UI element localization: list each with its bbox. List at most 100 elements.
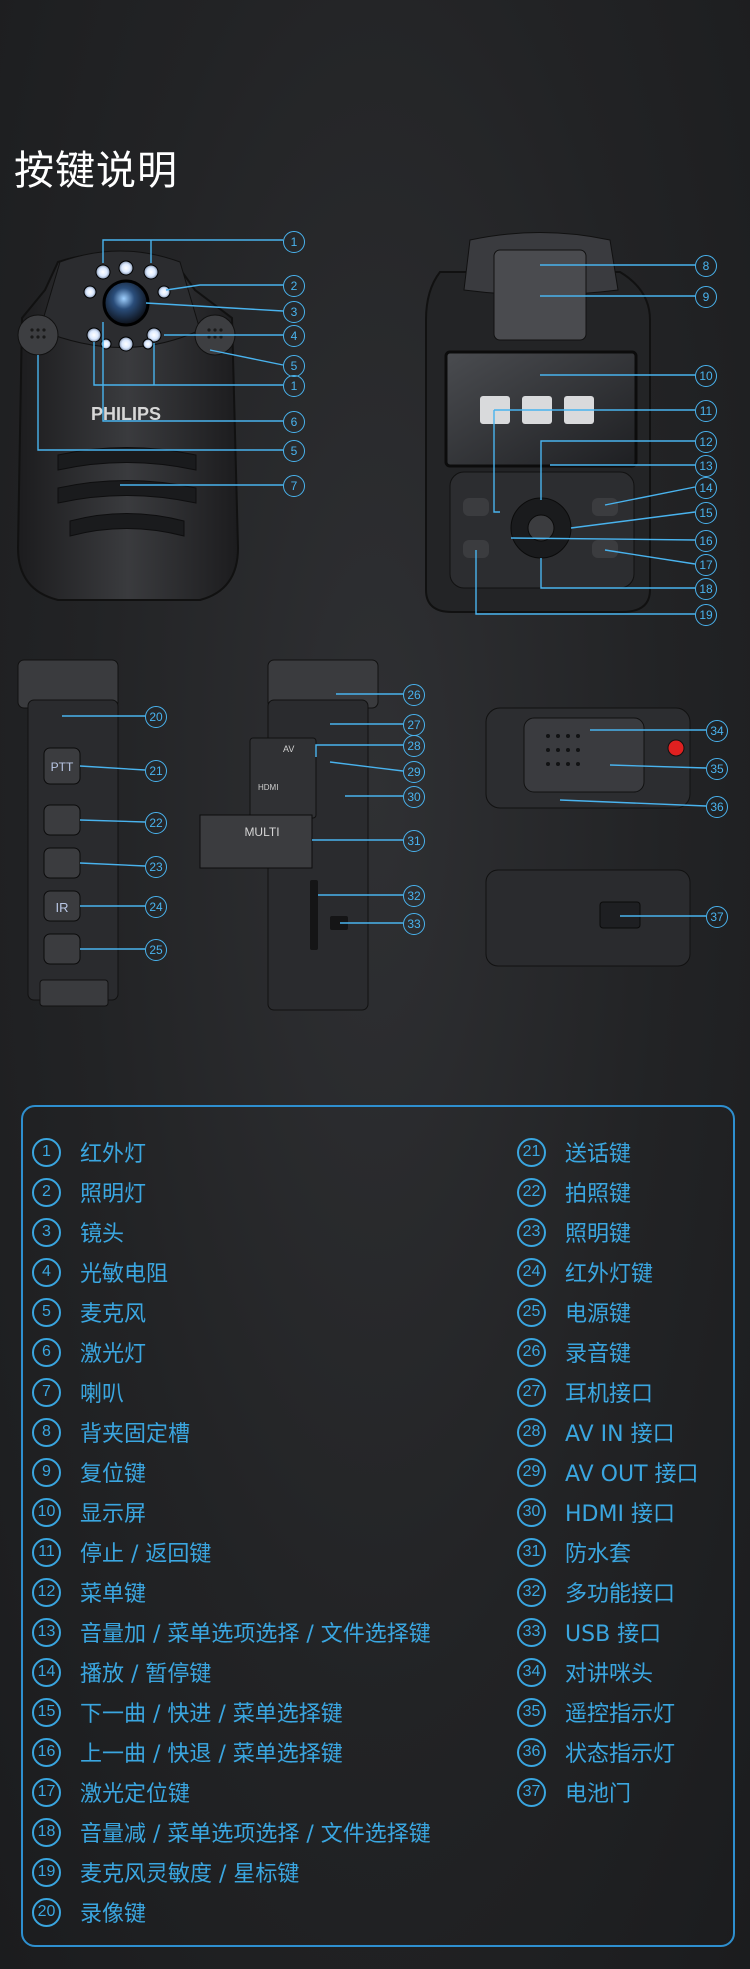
callout-11: 11 bbox=[695, 400, 717, 422]
legend-label: 复位键 bbox=[80, 1462, 147, 1487]
callout-18: 18 bbox=[695, 578, 717, 600]
legend-number: 18 bbox=[32, 1817, 61, 1847]
callout-8: 8 bbox=[695, 255, 717, 277]
callout-13: 13 bbox=[695, 455, 717, 477]
callout-14: 14 bbox=[695, 477, 717, 499]
legend-label: 送话键 bbox=[565, 1142, 632, 1167]
legend-label: 上一曲 / 快退 / 菜单选择键 bbox=[80, 1742, 343, 1767]
callout-5b: 5 bbox=[283, 440, 305, 462]
legend-label: 喇叭 bbox=[80, 1382, 125, 1407]
legend-label: 激光定位键 bbox=[80, 1782, 191, 1807]
callout-22: 22 bbox=[145, 812, 167, 834]
legend-label: 音量减 / 菜单选项选择 / 文件选择键 bbox=[80, 1822, 431, 1847]
legend-number: 36 bbox=[517, 1737, 546, 1767]
legend-number: 22 bbox=[517, 1177, 546, 1207]
callout-17: 17 bbox=[695, 554, 717, 576]
legend-item: 20 录像键 bbox=[32, 1896, 146, 1928]
legend-number: 26 bbox=[517, 1337, 546, 1367]
legend-number: 32 bbox=[517, 1577, 546, 1607]
callout-5: 5 bbox=[283, 355, 305, 377]
legend-number: 17 bbox=[32, 1777, 61, 1807]
callout-21: 21 bbox=[145, 760, 167, 782]
legend-number: 2 bbox=[32, 1177, 61, 1207]
legend-item: 15 下一曲 / 快进 / 菜单选择键 bbox=[32, 1696, 343, 1728]
legend-number: 3 bbox=[32, 1217, 61, 1247]
side-view-ports: AV HDMI MULTI bbox=[199, 659, 379, 1011]
callout-12: 12 bbox=[695, 431, 717, 453]
legend-label: 电池门 bbox=[565, 1782, 632, 1807]
callout-32: 32 bbox=[403, 885, 425, 907]
callout-2: 2 bbox=[283, 275, 305, 297]
front-view: PHILIPS bbox=[16, 250, 240, 601]
legend-number: 19 bbox=[32, 1857, 61, 1887]
legend-number: 20 bbox=[32, 1897, 61, 1927]
brand-logo: PHILIPS bbox=[91, 404, 161, 424]
legend-number: 30 bbox=[517, 1497, 546, 1527]
legend-label: 红外灯 bbox=[80, 1142, 147, 1167]
legend-item: 16 上一曲 / 快退 / 菜单选择键 bbox=[32, 1736, 343, 1768]
callout-20: 20 bbox=[145, 706, 167, 728]
callout-33: 33 bbox=[403, 913, 425, 935]
legend-label: 照明灯 bbox=[80, 1182, 147, 1207]
legend-label: 下一曲 / 快进 / 菜单选择键 bbox=[80, 1702, 343, 1727]
legend-label: 显示屏 bbox=[80, 1502, 147, 1527]
legend-label: 状态指示灯 bbox=[565, 1742, 676, 1767]
legend-label: 遥控指示灯 bbox=[565, 1702, 676, 1727]
legend-label: USB 接口 bbox=[565, 1622, 662, 1647]
legend-label: 对讲咪头 bbox=[565, 1662, 654, 1687]
multi-port-text: MULTI bbox=[244, 825, 279, 839]
legend-number: 21 bbox=[517, 1137, 546, 1167]
legend-label: 照明键 bbox=[565, 1222, 632, 1247]
legend-label: 菜单键 bbox=[80, 1582, 147, 1607]
legend-label: 音量加 / 菜单选项选择 / 文件选择键 bbox=[80, 1622, 431, 1647]
side-view-buttons: PTT IR bbox=[17, 659, 119, 1007]
page-title: 按键说明 bbox=[14, 148, 178, 194]
legend-label: 耳机接口 bbox=[565, 1382, 654, 1407]
legend-number: 31 bbox=[517, 1537, 546, 1567]
legend-number: 28 bbox=[517, 1417, 546, 1447]
legend-label: 光敏电阻 bbox=[80, 1262, 169, 1287]
legend-label: 镜头 bbox=[80, 1222, 125, 1247]
legend-number: 9 bbox=[32, 1457, 61, 1487]
legend-panel bbox=[21, 1105, 735, 1947]
back-view bbox=[425, 232, 651, 613]
legend-number: 35 bbox=[517, 1697, 546, 1727]
legend-item: 4 光敏电阻 bbox=[32, 1256, 168, 1288]
legend-label: 激光灯 bbox=[80, 1342, 147, 1367]
legend-item: 34 对讲咪头 bbox=[517, 1656, 653, 1688]
legend-item: 18 音量减 / 菜单选项选择 / 文件选择键 bbox=[32, 1816, 431, 1848]
hdmi-port-text: HDMI bbox=[258, 783, 278, 792]
legend-number: 15 bbox=[32, 1697, 61, 1727]
callout-27: 27 bbox=[403, 714, 425, 736]
callout-28: 28 bbox=[403, 735, 425, 757]
legend-number: 13 bbox=[32, 1617, 61, 1647]
callout-24: 24 bbox=[145, 896, 167, 918]
legend-label: 停止 / 返回键 bbox=[80, 1542, 212, 1567]
legend-label: 红外灯键 bbox=[565, 1262, 654, 1287]
callout-37: 37 bbox=[706, 906, 728, 928]
legend-item: 9 复位键 bbox=[32, 1456, 146, 1488]
legend-item: 17 激光定位键 bbox=[32, 1776, 190, 1808]
legend-label: 录像键 bbox=[80, 1902, 147, 1927]
legend-number: 16 bbox=[32, 1737, 61, 1767]
legend-number: 34 bbox=[517, 1657, 546, 1687]
callout-23: 23 bbox=[145, 856, 167, 878]
callout-26: 26 bbox=[403, 684, 425, 706]
legend-number: 4 bbox=[32, 1257, 61, 1287]
legend-number: 5 bbox=[32, 1297, 61, 1327]
callout-9: 9 bbox=[695, 286, 717, 308]
